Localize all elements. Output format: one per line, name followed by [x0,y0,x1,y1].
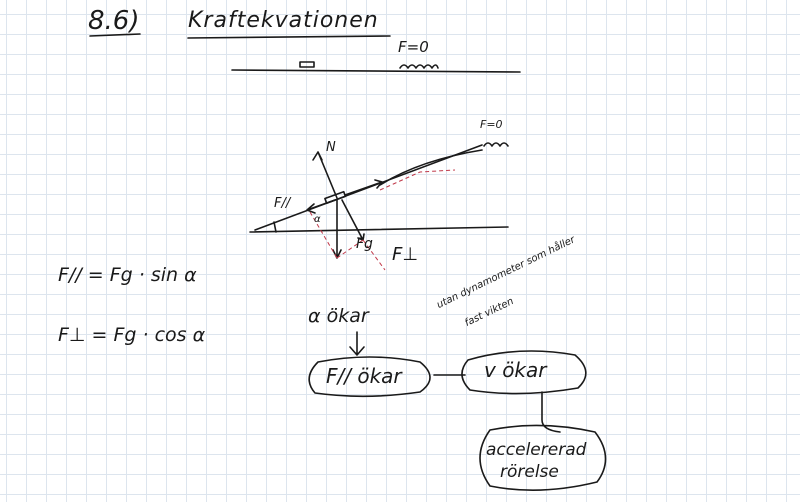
title-number: 8.6) [88,6,140,36]
flow-start: α ökar [308,305,369,327]
up-arrow [344,179,383,196]
rope-line [379,149,483,186]
normal-arrow [312,151,338,199]
box1-outline [308,356,431,398]
connector-down [541,391,561,433]
incline-cart [324,190,347,205]
gravity-label: Fg [356,236,373,252]
box2-text: v ökar [484,358,547,382]
incline-force-label: F=0 [480,118,503,131]
parallel-arrow [306,199,336,214]
top-cart [299,61,315,68]
ground-line [249,226,509,233]
box3-outline [479,424,607,491]
top-surface-line [231,69,521,73]
top-force-label: F=0 [398,38,429,56]
top-spring-icon [399,64,439,69]
angle-arc [273,221,277,233]
equation-parallel: F// = Fg · sin α [58,264,197,286]
flow-arrow-down [349,331,365,356]
box1-text: F// ökar [326,364,402,388]
title-number-underline [89,33,141,37]
perp-label: F⊥ [392,244,419,265]
box3-line1: accelererad [486,440,587,460]
construction-lines [309,169,456,271]
perp-arrow [341,199,365,241]
gravity-arrow [332,199,342,259]
spring-icon [483,142,509,147]
box3-line2: rörelse [500,462,559,482]
page-title: Kraftekvationen [188,8,379,33]
normal-label: N [326,140,336,155]
equation-perpendicular: F⊥ = Fg · cos α [58,324,206,346]
title-underline [187,35,391,39]
angle-label: α [314,214,321,225]
parallel-label: F// [274,196,291,211]
box2-outline [461,350,587,395]
